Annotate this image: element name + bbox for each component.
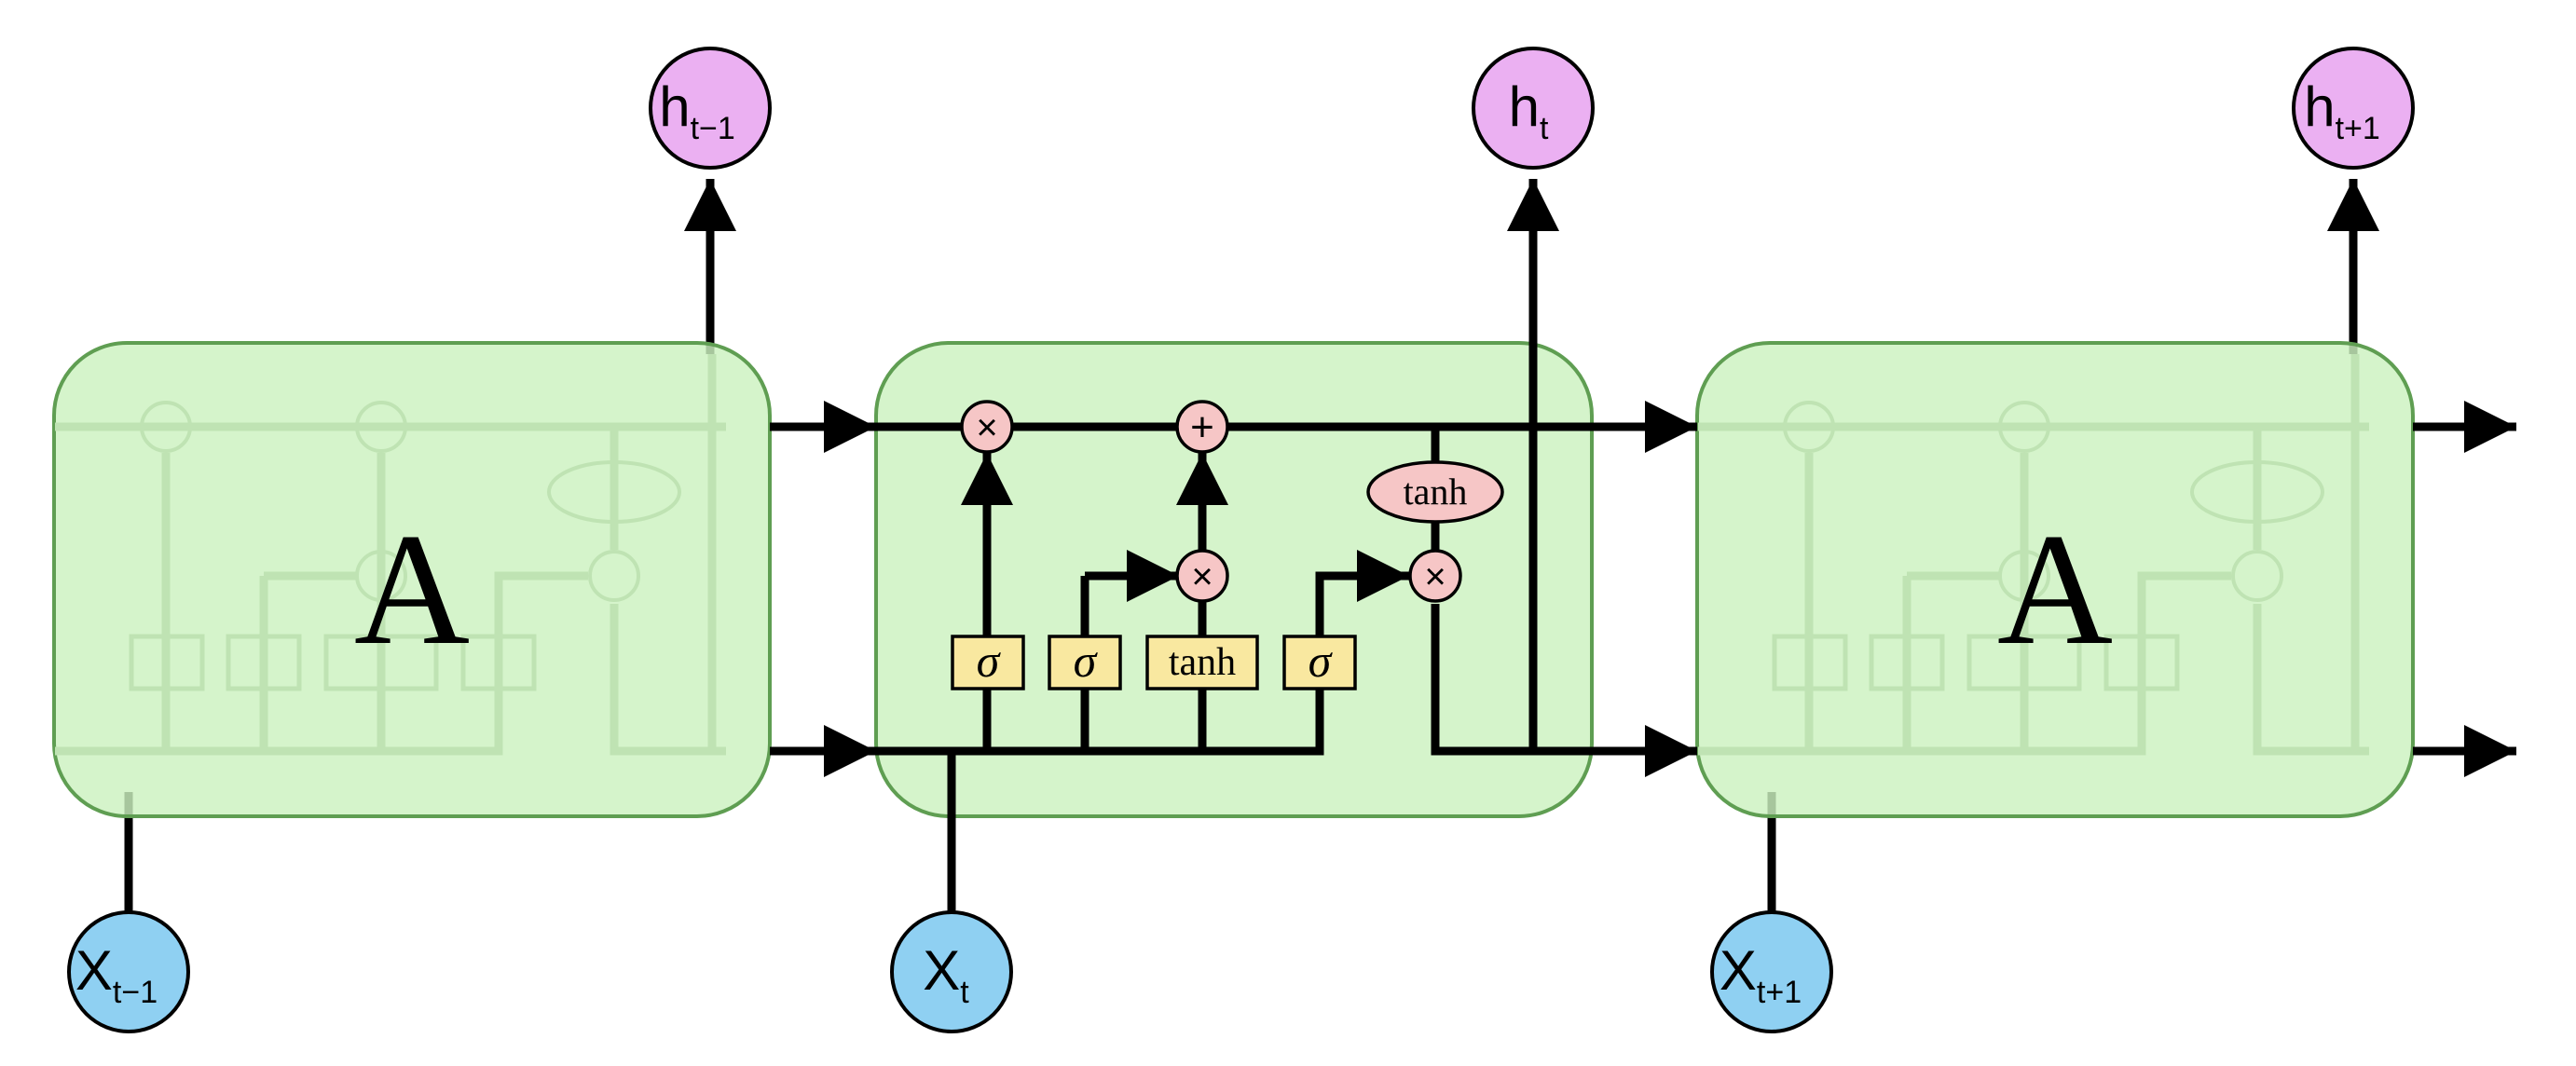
forget-gate-label: σ: [977, 635, 1002, 687]
input-curr-sub: t: [960, 975, 969, 1010]
input-next-base: X: [1720, 939, 1757, 1002]
candidate-gate-label: tanh: [1169, 641, 1236, 684]
input-prev-base: X: [75, 939, 113, 1002]
svg-text:ht: ht: [1509, 75, 1549, 146]
input-gate-box: [1048, 635, 1122, 690]
hidden-out-line: [1431, 604, 1697, 777]
svg-text:Xt: Xt: [923, 939, 969, 1010]
output-node-prev: ht−1: [649, 47, 772, 170]
cell-curr: σ σ tanh σ × + × × tanh: [770, 179, 1697, 918]
state-tanh-node: [1366, 460, 1504, 524]
output-curr-sub: t: [1540, 111, 1549, 146]
forget-gate-box: [951, 635, 1025, 690]
state-tanh-label: tanh: [1404, 471, 1468, 512]
cell-next-label: A: [1997, 501, 2113, 678]
svg-text:ht+1: ht+1: [2304, 75, 2380, 146]
input-node-next: Xt+1: [1710, 910, 1833, 1033]
output-prev-base: h: [659, 75, 690, 138]
svg-text:Xt+1: Xt+1: [1720, 939, 1802, 1010]
forget-multiply-symbol: ×: [976, 407, 997, 448]
output-prev-sub: t−1: [691, 111, 735, 146]
output-multiply-symbol: ×: [1424, 556, 1446, 597]
cell-next-ghost-internals: [1698, 354, 2369, 756]
output-multiply-node: [1408, 549, 1462, 603]
input-next-sub: t+1: [1757, 975, 1802, 1010]
output-node-curr: ht: [1472, 47, 1595, 170]
output-gate-box: [1282, 635, 1357, 690]
forget-multiply-node: [960, 400, 1014, 454]
cell-prev-ghost-internals: [55, 354, 726, 756]
input-multiply-node: [1175, 549, 1229, 603]
input-gate-label: σ: [1074, 635, 1099, 687]
output-next-sub: t+1: [2336, 111, 2380, 146]
output-node-next: ht+1: [2292, 47, 2415, 170]
cell-prev-label: A: [354, 501, 470, 678]
state-add-node: [1175, 400, 1229, 454]
svg-text:ht−1: ht−1: [659, 75, 735, 146]
input-node-curr: Xt: [890, 910, 1013, 1033]
cell-prev-box: [52, 341, 772, 818]
svg-text:Xt−1: Xt−1: [75, 939, 158, 1010]
input-multiply-symbol: ×: [1191, 556, 1213, 597]
output-next-base: h: [2304, 75, 2335, 138]
input-prev-sub: t−1: [113, 975, 158, 1010]
cell-next-box: [1695, 341, 2415, 818]
candidate-gate-box: [1145, 635, 1259, 690]
state-add-symbol: +: [1190, 404, 1214, 450]
output-gate-label: σ: [1309, 635, 1334, 687]
cell-curr-box: [874, 341, 1594, 818]
output-gate-line: [1315, 550, 1409, 662]
cell-prev: A: [52, 179, 772, 918]
cell-next: A: [1695, 179, 2415, 918]
input-curr-base: X: [923, 939, 960, 1002]
input-bus-line: [876, 662, 1324, 756]
output-curr-base: h: [1509, 75, 1540, 138]
input-node-prev: Xt−1: [67, 910, 190, 1033]
